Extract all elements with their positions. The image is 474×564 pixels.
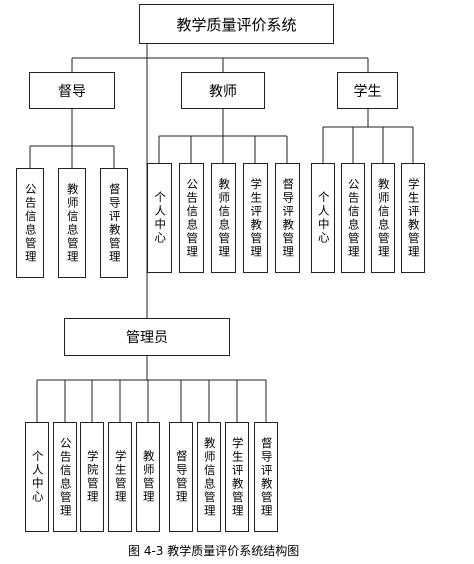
node-label: 督导评教管理 — [281, 177, 296, 259]
supervisor-node: 督导 — [29, 72, 115, 109]
admin-child-node: 督导管理 — [169, 422, 193, 532]
root-label: 教学质量评价系统 — [176, 15, 297, 34]
admin-child-node: 教师管理 — [136, 422, 160, 532]
figure-caption: 图 4-3 教学质量评价系统结构图 — [128, 544, 300, 558]
node-label: 学生评教管理 — [230, 436, 245, 518]
admin-child-node: 督导评教管理 — [254, 422, 278, 532]
admin-child-node: 学生管理 — [108, 422, 132, 532]
node-label: 学生评教管理 — [249, 177, 264, 259]
teacher-child-node: 督导评教管理 — [275, 163, 300, 273]
teacher-child-node: 个人中心 — [147, 163, 172, 273]
supervisor-child-node: 公告信息管理 — [16, 168, 44, 278]
admin-node: 管理员 — [64, 318, 230, 356]
admin-child-node: 教师信息管理 — [197, 422, 221, 532]
node-label: 督导评教管理 — [259, 436, 274, 518]
node-label: 个人中心 — [316, 191, 331, 245]
node-label: 督导管理 — [174, 450, 189, 504]
node-label: 公告信息管理 — [23, 182, 38, 264]
node-label: 教师管理 — [141, 450, 156, 504]
admin-child-node: 学院管理 — [80, 422, 104, 532]
node-label: 教师信息管理 — [65, 182, 80, 264]
node-label: 公告信息管理 — [58, 436, 73, 518]
admin-child-node: 公告信息管理 — [53, 422, 77, 532]
supervisor-child-node: 督导评教管理 — [100, 168, 128, 278]
node-label: 公告信息管理 — [346, 177, 361, 259]
node-label: 教师信息管理 — [376, 177, 391, 259]
teacher-node: 教师 — [181, 72, 265, 109]
node-label: 公告信息管理 — [185, 177, 200, 259]
node-label: 个人中心 — [153, 191, 168, 245]
student-child-node: 公告信息管理 — [341, 163, 365, 273]
supervisor-label: 督导 — [58, 83, 86, 100]
student-child-node: 教师信息管理 — [371, 163, 395, 273]
teacher-label: 教师 — [209, 83, 237, 100]
student-node: 学生 — [337, 72, 398, 109]
node-label: 学院管理 — [85, 450, 100, 504]
node-label: 督导评教管理 — [107, 182, 122, 264]
node-label: 学生管理 — [113, 450, 128, 504]
admin-label: 管理员 — [126, 330, 168, 346]
teacher-child-node: 公告信息管理 — [179, 163, 204, 273]
node-label: 教师信息管理 — [217, 177, 232, 259]
student-child-node: 学生评教管理 — [401, 163, 425, 273]
teacher-child-node: 教师信息管理 — [211, 163, 236, 273]
node-label: 学生评教管理 — [406, 177, 421, 259]
supervisor-child-node: 教师信息管理 — [58, 168, 86, 278]
admin-child-node: 个人中心 — [25, 422, 49, 532]
admin-child-node: 学生评教管理 — [225, 422, 249, 532]
student-child-node: 个人中心 — [311, 163, 335, 273]
student-label: 学生 — [353, 83, 382, 100]
root-node: 教学质量评价系统 — [139, 4, 334, 44]
node-label: 个人中心 — [30, 450, 45, 504]
teacher-child-node: 学生评教管理 — [243, 163, 268, 273]
node-label: 教师信息管理 — [202, 436, 217, 518]
